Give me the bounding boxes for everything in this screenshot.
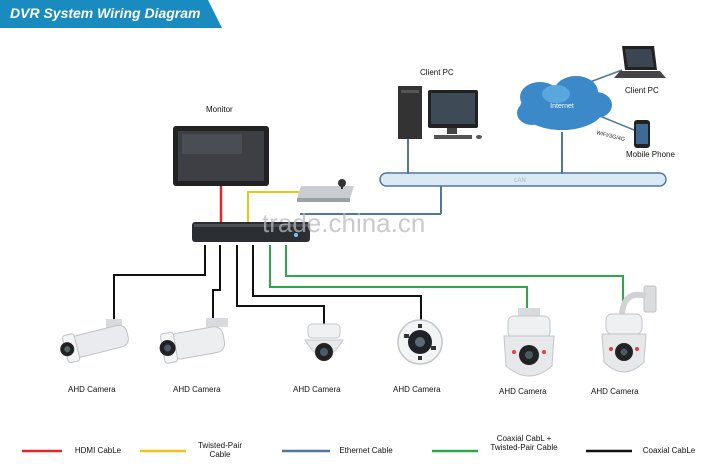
camera-6-label: AHD Camera — [591, 387, 639, 396]
coax-cable-1 — [114, 245, 205, 325]
mobile-phone-label: Mobile Phone — [626, 150, 675, 159]
camera-1-icon — [57, 319, 131, 364]
coax-twisted-cable-5 — [270, 245, 527, 310]
bus-label: LAN — [514, 178, 526, 184]
legend-twisted-label: Twisted-Pair Cable — [190, 441, 250, 459]
internet-label: Internet — [550, 103, 574, 110]
camera-2-label: AHD Camera — [173, 385, 221, 394]
legend-coax-twisted-label: Coaxial CabL + Twisted-Pair Cable — [482, 434, 566, 452]
camera-3-label: AHD Camera — [293, 385, 341, 394]
coax-cable-3 — [237, 245, 324, 325]
coax-twisted-cable-6 — [286, 245, 623, 312]
camera-6-icon — [602, 286, 656, 372]
monitor-icon — [173, 126, 269, 186]
legend-hdmi-label: HDMI CabLe — [68, 446, 128, 455]
camera-5-icon — [504, 308, 554, 376]
client-pc-label: Client PC — [420, 68, 454, 77]
camera-2-icon — [157, 318, 228, 364]
desktop-pc-icon — [398, 86, 482, 139]
control-keyboard-icon — [297, 179, 354, 202]
laptop-icon — [614, 46, 666, 78]
camera-5-label: AHD Camera — [499, 387, 547, 396]
camera-3-icon — [305, 324, 343, 361]
coax-cable-2 — [213, 245, 220, 325]
monitor-label: Monitor — [206, 105, 233, 114]
wireless-label: WIFI/3G/4G — [596, 130, 626, 143]
camera-4-label: AHD Camera — [393, 385, 441, 394]
camera-4-icon — [398, 320, 442, 364]
client-pc-laptop-label: Client PC — [625, 86, 659, 95]
mobile-phone-icon — [634, 120, 650, 148]
legend-coax-label: Coaxial CabLe — [636, 446, 702, 455]
watermark-text: trade.china.cn — [262, 208, 425, 239]
camera-1-label: AHD Camera — [68, 385, 116, 394]
coax-cable-4 — [253, 245, 421, 320]
legend-ethernet-label: Ethernet Cable — [334, 446, 398, 455]
